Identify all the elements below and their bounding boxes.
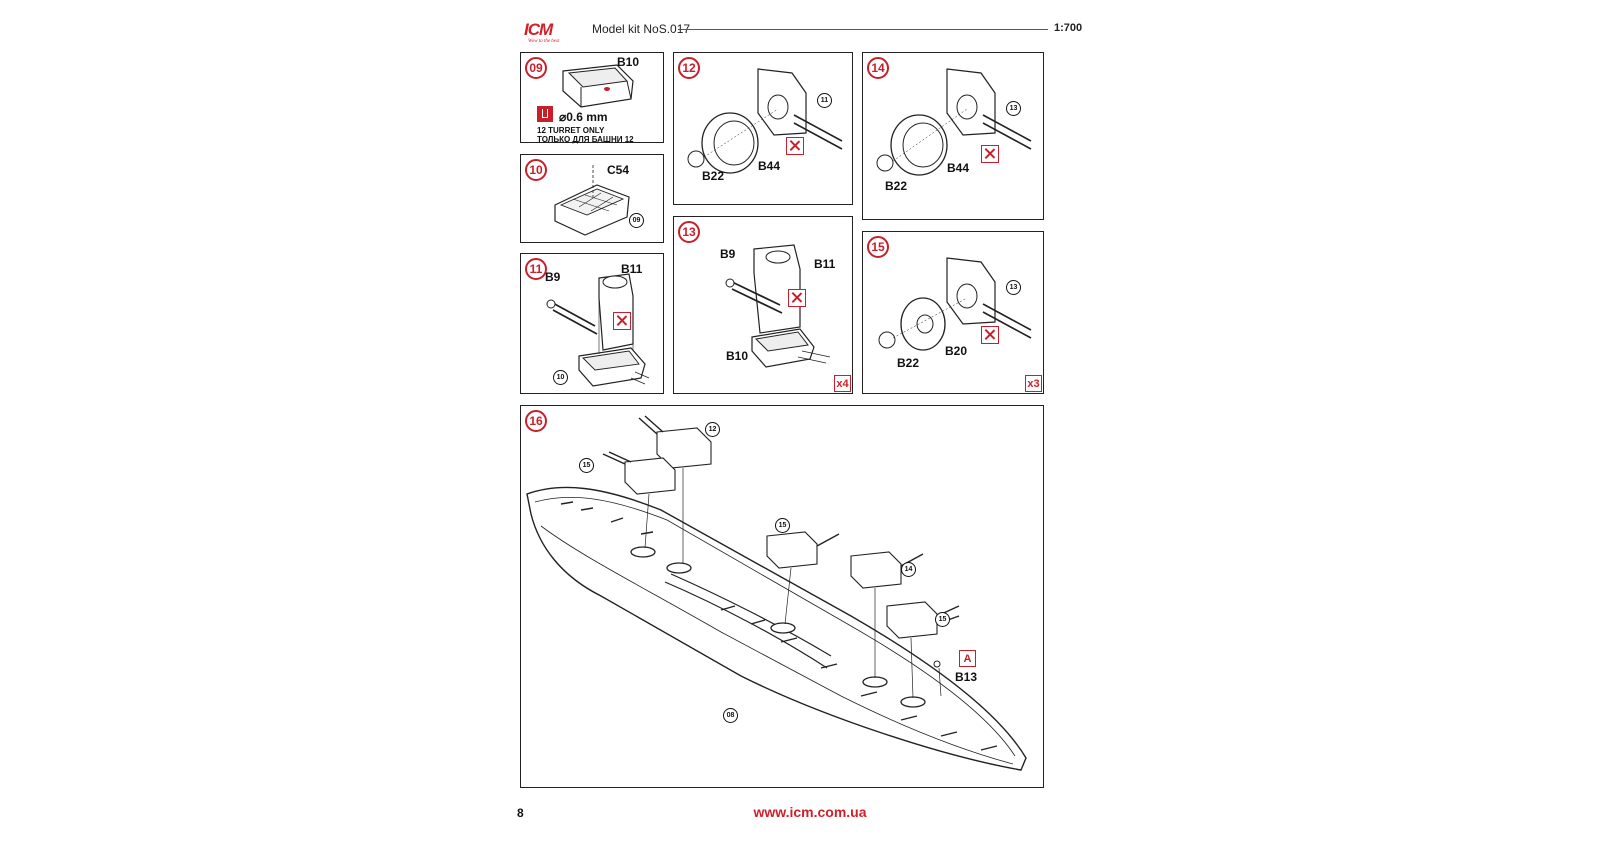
turret-ring-drawing (876, 68, 1032, 176)
note-ru: ТОЛЬКО ДЛЯ БАШНИ 12 (537, 135, 634, 144)
step-number: 13 (678, 221, 700, 243)
logo-text: ICM (524, 20, 553, 39)
step-number: 11 (525, 258, 547, 280)
turret-ring-drawing (687, 68, 843, 174)
part-label-b13: B13 (955, 670, 978, 684)
ref-circle-14: 14 (901, 562, 916, 577)
turret-base-drawing (562, 64, 634, 108)
quantity-badge: x3 (1025, 375, 1042, 392)
note-en: 12 TURRET ONLY (537, 126, 605, 135)
drill-size: ⌀0.6 mm (559, 110, 608, 124)
ref-circle-15c: 15 (935, 612, 950, 627)
glue-icon (788, 289, 806, 307)
marker-a: A (959, 650, 976, 667)
ref-circle: 09 (629, 213, 644, 228)
ref-circle: 10 (553, 370, 568, 385)
step-13-panel: 13 B9 B11 B10 x4 (673, 216, 853, 394)
step-number: 15 (867, 236, 889, 258)
scale-label: 1:700 (1054, 22, 1083, 34)
website-url: www.icm.com.ua (753, 804, 867, 820)
step-number: 10 (525, 159, 547, 181)
part-label-b11: B11 (621, 262, 643, 276)
hull-assembly-drawing (526, 415, 1027, 771)
page-title: Model kit NoS.017 (592, 22, 691, 36)
glue-icon (786, 137, 804, 155)
ref-circle-15b: 15 (775, 518, 790, 533)
ref-circle: 11 (817, 93, 832, 108)
ref-circle-08: 08 (723, 708, 738, 723)
turret-assembly-drawing (546, 273, 650, 387)
quantity-badge: x4 (834, 375, 851, 392)
part-label-b44: B44 (758, 159, 781, 173)
ref-circle: 13 (1006, 280, 1021, 295)
step-10-panel: 10 C54 09 (520, 154, 664, 243)
step-number: 12 (678, 57, 700, 79)
part-label-b22: B22 (885, 179, 908, 193)
page-number: 8 (517, 806, 524, 820)
header-rule (678, 29, 1048, 30)
part-label-c54: C54 (607, 163, 630, 177)
turret-ring-drawing (878, 257, 1032, 351)
part-label-b9: B9 (720, 247, 736, 261)
ref-circle: 13 (1006, 101, 1021, 116)
ref-circle-12: 12 (705, 422, 720, 437)
part-label-b22: B22 (897, 356, 920, 370)
step-number: 09 (525, 57, 547, 79)
icm-logo: ICM Wow to the best (522, 20, 568, 48)
step-14-panel: 14 13 B22 B44 (862, 52, 1044, 220)
step-number: 16 (525, 410, 547, 432)
glue-icon (981, 326, 999, 344)
step-11-panel: 11 B9 B11 10 (520, 253, 664, 394)
glue-icon (613, 312, 631, 330)
drill-icon (537, 106, 553, 122)
part-label-b10: B10 (726, 349, 749, 363)
part-label-b10: B10 (617, 55, 640, 69)
part-label-b22: B22 (702, 169, 725, 183)
step-number: 14 (867, 57, 889, 79)
step-09-panel: 09 B10 ⌀0.6 mm 12 TURRET ONLY ТОЛЬКО ДЛЯ… (520, 52, 664, 144)
part-label-b11: B11 (814, 257, 836, 271)
turret-base-drawing (554, 165, 630, 236)
logo-tagline: Wow to the best (528, 39, 560, 44)
part-label-b9: B9 (545, 270, 561, 284)
part-label-b44: B44 (947, 161, 970, 175)
glue-icon (981, 145, 999, 163)
step-15-panel: 15 13 B22 B20 x3 (862, 231, 1044, 394)
ref-circle-15a: 15 (579, 458, 594, 473)
part-label-b20: B20 (945, 344, 968, 358)
step-12-panel: 12 11 B22 B44 (673, 52, 853, 205)
step-16-panel: 16 (520, 405, 1044, 788)
turret-assembly-drawing (725, 244, 831, 368)
